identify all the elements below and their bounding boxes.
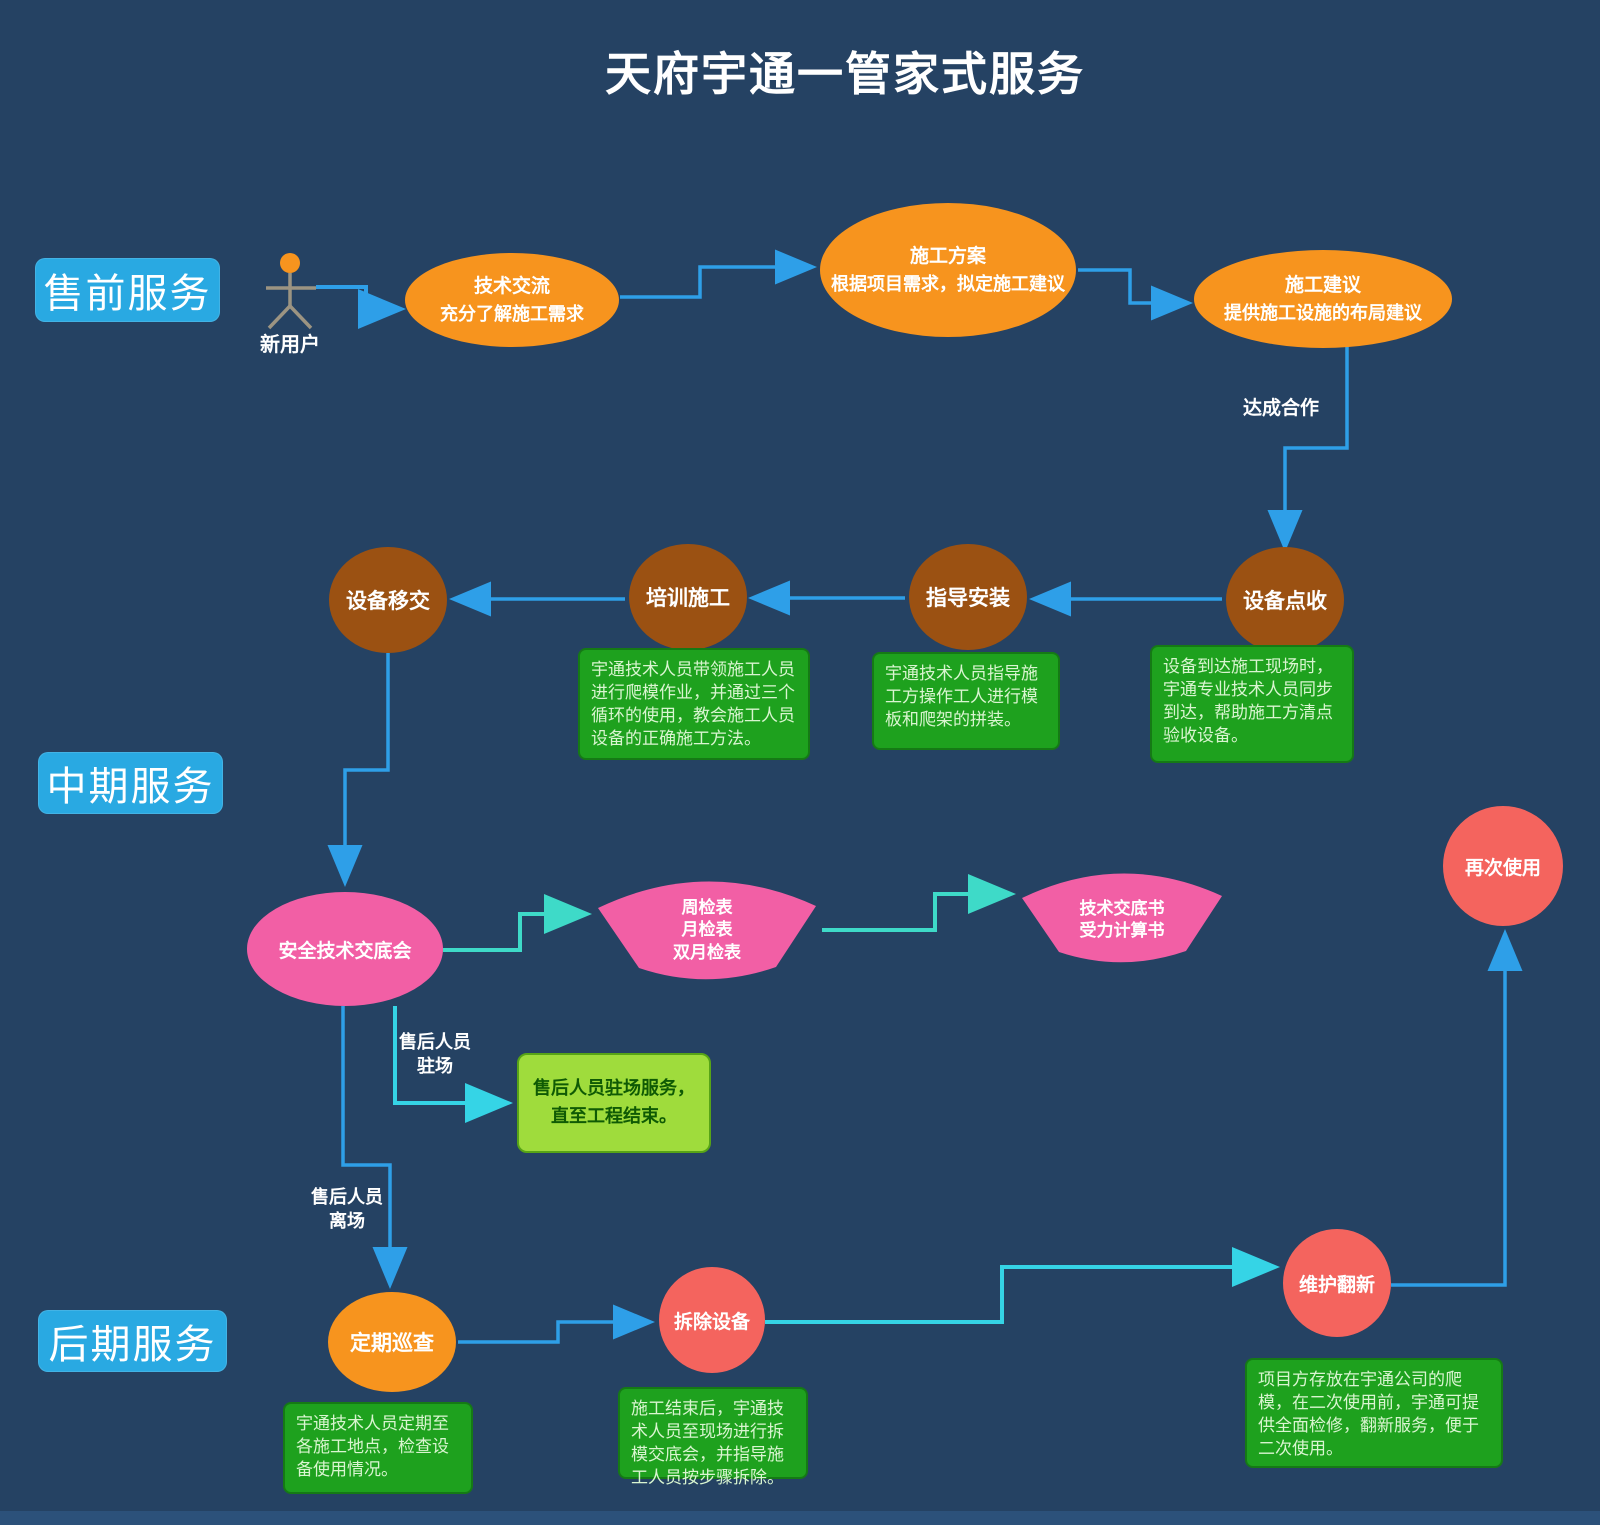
- note-install: 宇通技术人员指导施工方操作工人进行模板和爬架的拼装。: [872, 652, 1060, 750]
- connector-advice-receive: [1267, 342, 1349, 552]
- edge-label-leave-line2: 离场: [329, 1211, 365, 1232]
- connector-plan-advice: [1078, 268, 1193, 321]
- edge-label-leave-line1: 售后人员: [311, 1187, 383, 1207]
- connector-patrol-dismantle: [458, 1304, 655, 1344]
- node-renovate: 维护翻新: [1283, 1229, 1391, 1337]
- connector-actor-tech: [316, 285, 406, 329]
- node-documents: 技术交底书 受力计算书: [1032, 898, 1212, 943]
- doc-calculation: 受力计算书: [1079, 921, 1165, 941]
- edge-label-resident: 售后人员 驻场: [375, 1030, 495, 1079]
- connector-safety-resident: [393, 1006, 513, 1123]
- node-advice-line2: 提供施工设施的布局建议: [1224, 302, 1422, 323]
- phase-mid: 中期服务: [38, 752, 223, 814]
- note-acceptance: 设备到达施工现场时，宇通专业技术人员同步到达，帮助施工方清点验收设备。: [1150, 645, 1354, 763]
- note-renovate: 项目方存放在宇通公司的爬模，在二次使用前，宇通可提供全面检修，翻新服务，便于二次…: [1245, 1358, 1503, 1468]
- node-equipment-acceptance: 设备点收: [1226, 547, 1344, 653]
- connector-safety-patrol: [341, 1006, 408, 1289]
- checklists-fan-shape: [598, 881, 816, 980]
- note-training: 宇通技术人员带领施工人员进行爬模作业，并通过三个循环的使用，教会施工人员设备的正…: [578, 648, 810, 760]
- node-advice-line1: 施工建议: [1284, 275, 1361, 297]
- connector-safety-checklists: [443, 894, 592, 952]
- new-user-label: 新用户: [260, 334, 320, 356]
- note-dismantle: 施工结束后，宇通技术人员至现场进行拆模交底会，并指导施工人员按步骤拆除。: [618, 1387, 808, 1487]
- node-checklists: 周检表 月检表 双月检表: [617, 897, 797, 964]
- node-safety-meeting: 安全技术交底会: [247, 892, 443, 1006]
- connector-renovate-reuse: [1391, 929, 1523, 1287]
- node-periodic-inspection: 定期巡查: [328, 1292, 456, 1392]
- node-construction-advice: 施工建议 提供施工设施的布局建议: [1194, 250, 1452, 348]
- note-patrol: 宇通技术人员定期至各施工地点，检查设备使用情况。: [283, 1402, 473, 1494]
- node-tech-line1: 技术交流: [473, 276, 550, 298]
- phase-presale: 售前服务: [35, 258, 220, 322]
- checklist-month: 月检表: [681, 920, 733, 940]
- bottom-strip: [0, 1511, 1600, 1525]
- node-construction-plan: 施工方案 根据项目需求，拟定施工建议: [820, 203, 1076, 337]
- new-user-head: [280, 253, 300, 273]
- checklist-week: 周检表: [681, 898, 733, 917]
- edge-label-resident-line1: 售后人员: [399, 1032, 471, 1052]
- node-training: 培训施工: [629, 544, 747, 650]
- connector-checklists-docs: [822, 874, 1016, 932]
- edge-label-cooperate: 达成合作: [1242, 398, 1319, 419]
- edge-label-leave: 售后人员 离场: [287, 1185, 407, 1234]
- node-plan-line2: 根据项目需求，拟定施工建议: [831, 273, 1065, 294]
- checklist-bimonth: 双月检表: [673, 942, 741, 962]
- connector-tech-plan: [620, 249, 817, 299]
- node-plan-line1: 施工方案: [909, 246, 986, 268]
- node-reuse: 再次使用: [1443, 806, 1563, 926]
- docs-fan-shape: [1022, 873, 1222, 963]
- page-title: 天府宇通一管家式服务: [605, 48, 1085, 100]
- connector-handover-safety: [327, 653, 390, 887]
- note-resident-line2: 直至工程结束。: [551, 1106, 677, 1126]
- phase-post: 后期服务: [38, 1310, 227, 1372]
- node-equipment-handover: 设备移交: [329, 547, 447, 653]
- new-user-icon: [266, 273, 316, 330]
- node-dismantle: 拆除设备: [659, 1267, 765, 1373]
- edge-label-resident-line2: 驻场: [417, 1056, 453, 1077]
- doc-disclosure: 技术交底书: [1079, 899, 1165, 918]
- note-resident-line1: 售后人员驻场服务，: [533, 1078, 695, 1099]
- node-tech-line2: 充分了解施工需求: [440, 303, 584, 324]
- node-install-guidance: 指导安装: [909, 544, 1027, 650]
- node-tech-exchange: 技术交流 充分了解施工需求: [405, 253, 619, 347]
- connector-dismantle-renovate: [765, 1247, 1280, 1324]
- note-resident-service: 售后人员驻场服务， 直至工程结束。: [517, 1053, 711, 1153]
